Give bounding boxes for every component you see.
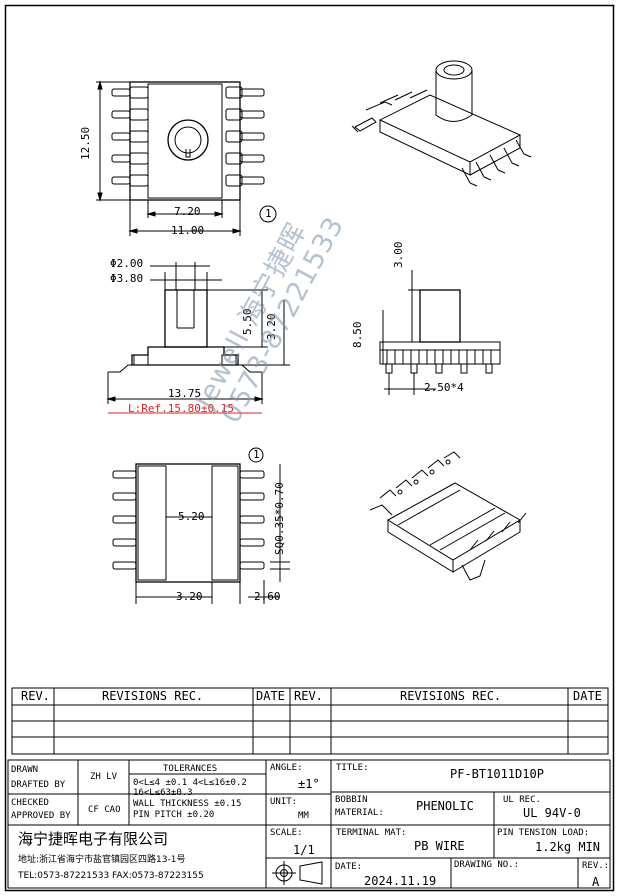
date-label: DATE: (335, 862, 363, 872)
bobbin-label-2: MATERIAL: (335, 808, 384, 818)
dim-pin-pitch: 2.50*4 (424, 381, 464, 394)
dim-3-20-bottom: 3.20 (176, 590, 203, 603)
approved-by: CF CAO (88, 805, 121, 815)
pin1-label-bottom: 1 (253, 448, 260, 461)
rev-label: REV.: (582, 861, 610, 871)
drawn-label: DRAWN (11, 765, 39, 775)
tolerance-line-1: 0<L≤4 ±0.1 4<L≤16±0.2 (133, 778, 247, 788)
approved-label: APPROVED BY (11, 811, 71, 821)
dim-pin-section: SQ0.35*0.70 (273, 482, 286, 555)
dim-3-00: 3.00 (392, 241, 405, 269)
company-name: 海宁捷晖电子有限公司 (18, 830, 169, 848)
sheet-border (4, 4, 615, 892)
core-hole-outer (167, 119, 209, 161)
dim-phi-3-80: Φ3.80 (110, 272, 144, 285)
dim-11-00: 11.00 (171, 224, 205, 237)
top-view (96, 80, 277, 236)
side-view (106, 262, 290, 414)
dim-length-ref: L:Ref.15.80±0.15 (128, 402, 234, 415)
terminal-label: TERMINAL MAT: (336, 828, 407, 838)
company-contact: TEL:0573-87221533 FAX:0573-87223155 (18, 871, 204, 881)
tolerance-line-2: 16<L≤63±0.3 (133, 788, 193, 798)
tolerance-line-3: WALL THICKNESS ±0.15 (133, 799, 242, 809)
angle-label: ANGLE: (270, 763, 303, 773)
dim-phi-2-00: Φ2.00 (110, 257, 144, 270)
pin1-marker-circle-top (259, 205, 277, 223)
dim-5-20: 5.20 (178, 510, 205, 523)
dim-2-60: 2.60 (254, 590, 281, 603)
title-label: TITLE: (336, 763, 369, 773)
scale-label: SCALE: (270, 828, 303, 838)
unit-label: UNIT: (270, 797, 298, 807)
checked-label: CHECKED (11, 798, 49, 808)
rev-header-2: REV. (294, 689, 323, 703)
dim-12-50: 12.50 (79, 126, 92, 160)
angle-value: ±1° (298, 777, 320, 791)
bobbin-material: PHENOLIC (416, 799, 474, 813)
ul-label: UL REC. (503, 795, 541, 805)
rec-header-1: REVISIONS REC. (102, 689, 204, 703)
dim-13-75: 13.75 (168, 387, 202, 400)
tolerances-label: TOLERANCES (163, 764, 218, 774)
pin1-marker-circle-bottom (248, 447, 264, 463)
bottom-view (112, 447, 290, 604)
date-value: 2024.11.19 (364, 874, 437, 888)
date-header-2: DATE (573, 689, 602, 703)
tolerance-line-4: PIN PITCH ±0.20 (133, 810, 215, 820)
rev-header-1: REV. (21, 689, 50, 703)
revisions-table-grid (11, 687, 609, 755)
terminal-value: PB WIRE (414, 839, 465, 853)
ul-value: UL 94V-0 (523, 806, 581, 820)
title-block-grid (7, 759, 611, 889)
rev-value: A (592, 875, 600, 889)
core-hole-inner (174, 126, 202, 154)
top-view-pins-left (111, 86, 149, 187)
isometric-view-top (351, 60, 532, 187)
date-header-1: DATE (256, 689, 285, 703)
dim-7-20: 7.20 (174, 205, 201, 218)
bobbin-label-1: BOBBIN (335, 795, 368, 805)
pin-tension-value: 1.2kg MIN (535, 840, 601, 854)
part-title: PF-BT1011D10P (450, 767, 544, 781)
scale-value: 1/1 (293, 843, 315, 857)
front-view (379, 270, 501, 395)
isometric-view-bottom (369, 451, 527, 581)
dim-8-50: 8.50 (351, 321, 364, 349)
drafted-by: ZH LV (90, 772, 118, 782)
drawing-no-label: DRAWING NO.: (454, 860, 520, 870)
pin1-label-top: 1 (265, 207, 272, 220)
pin-tension-label: PIN TENSION LOAD: (497, 828, 590, 838)
rec-header-2: REVISIONS REC. (400, 689, 502, 703)
top-view-pins-right (225, 86, 265, 187)
unit-value: MM (298, 811, 309, 821)
drafted-label: DRAFTED BY (11, 780, 66, 790)
company-address: 地址:浙江省海宁市盐官镇园区四路13-1号 (18, 855, 186, 865)
